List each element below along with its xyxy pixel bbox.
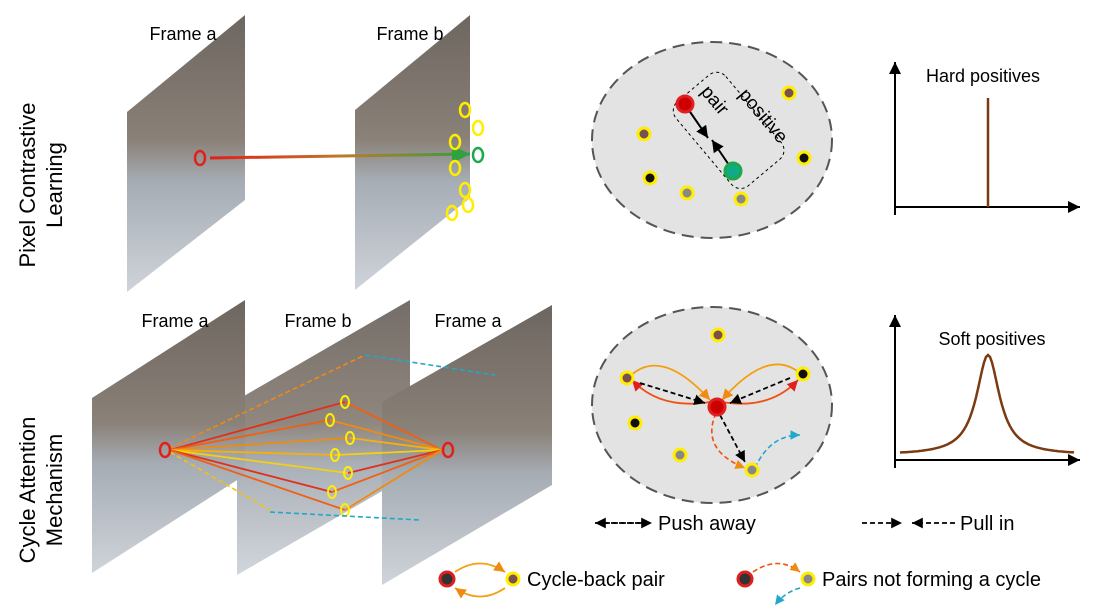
attention-arrow (347, 449, 443, 474)
row-label-bottom: Cycle Attention Mechanism (15, 417, 67, 564)
svg-text:Mechanism: Mechanism (42, 434, 67, 546)
frame-b-pixel (345, 431, 355, 445)
attention-arrow (344, 401, 443, 451)
attention-arrow (169, 449, 346, 511)
legend-push-away: Push away (595, 513, 756, 535)
frame-image-a (127, 15, 245, 292)
embedding-space-top: positive pair (591, 41, 833, 239)
hard-positives-plot: Hard positives (889, 62, 1080, 215)
svg-text:Learning: Learning (42, 142, 67, 228)
correspondence-arrow (209, 145, 471, 164)
embedding-space-bottom (591, 306, 833, 504)
frame-label: Frame a (434, 311, 502, 331)
attention-arrow (169, 449, 349, 474)
candidate-pixels (445, 101, 485, 222)
positive-pixel (471, 146, 485, 164)
non-cycle-arrow (269, 511, 421, 521)
non-cycle-arrow (169, 451, 271, 511)
attention-arrow (349, 437, 443, 451)
frame-image-a-return (382, 305, 552, 585)
attention-arrow (329, 419, 443, 451)
attention-arrow (334, 449, 443, 456)
return-pixel (441, 441, 455, 459)
frame-image-a (92, 300, 245, 573)
attention-arrow (169, 437, 351, 451)
frame-label: Frame a (149, 24, 217, 44)
frame-b-pixel (330, 448, 340, 462)
frame-label: Frame b (376, 24, 443, 44)
legend-not-cycle: Pairs not forming a cycle (736, 562, 1041, 606)
svg-text:Cycle Attention: Cycle Attention (15, 417, 40, 564)
attention-arrow (169, 401, 346, 451)
svg-text:Pull in: Pull in (960, 513, 1014, 535)
attention-arrow (169, 449, 333, 493)
frame-b-pixel (343, 466, 353, 480)
soft-positive-curve (899, 353, 1075, 454)
attention-arrow (169, 449, 336, 456)
anchor-pixel (158, 441, 172, 459)
plot-title: Hard positives (926, 66, 1040, 86)
legend-pull-in: Pull in (862, 513, 1014, 535)
soft-positives-plot: Soft positives (889, 315, 1080, 468)
anchor-pixel (193, 149, 207, 167)
frame-b-pixel (340, 395, 350, 409)
legend-cycle-back: Cycle-back pair (438, 561, 665, 599)
frame-label: Frame b (284, 311, 351, 331)
frame-b-pixel (327, 485, 337, 499)
non-cycle-arrow (364, 354, 496, 376)
svg-text:Cycle-back pair: Cycle-back pair (527, 569, 665, 591)
frame-label: Frame a (141, 311, 209, 331)
attention-arrows (169, 354, 496, 521)
svg-text:Push away: Push away (658, 513, 756, 535)
frame-image-b (355, 15, 470, 290)
attention-arrow (331, 449, 443, 493)
frame-image-b (237, 300, 410, 575)
frame-b-pixel (325, 413, 335, 427)
row-label-top: Pixel Contrastive Learning (15, 102, 67, 267)
svg-text:Pixel Contrastive: Pixel Contrastive (15, 102, 40, 267)
plot-title: Soft positives (938, 329, 1045, 349)
attention-arrow (344, 449, 443, 511)
attention-arrow (169, 419, 331, 451)
svg-text:Pairs not forming a cycle: Pairs not forming a cycle (822, 569, 1041, 591)
non-cycle-arrow (169, 354, 366, 449)
